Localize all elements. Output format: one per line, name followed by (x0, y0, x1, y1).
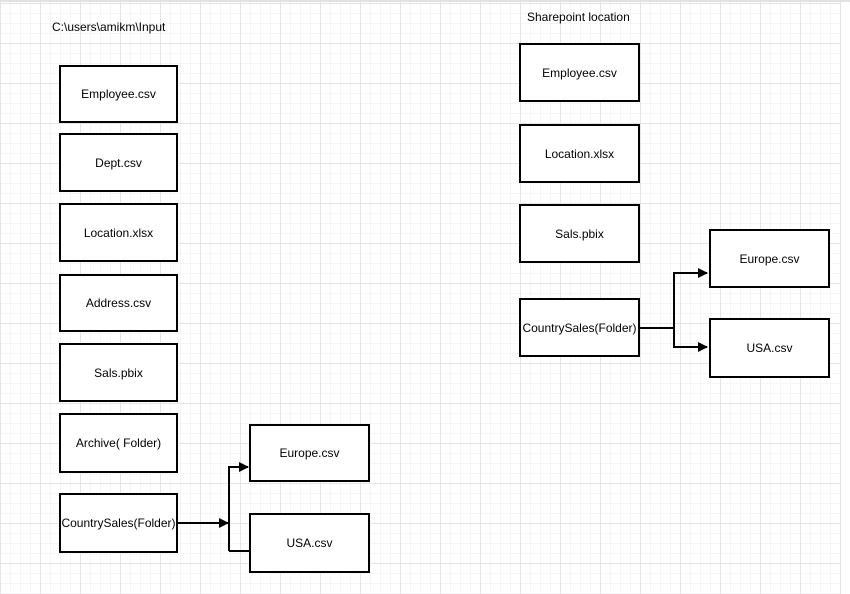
shape-label: Location.xlsx (83, 225, 154, 240)
input-path-label[interactable]: C:\users\amikm\Input (52, 20, 166, 34)
sharepoint-location-label[interactable]: Sharepoint location (527, 10, 630, 24)
shape-sharepoint-countrysales-folder[interactable]: CountrySales(Folder) (519, 298, 640, 357)
shape-label: CountrySales(Folder) (61, 516, 176, 530)
shape-input-countrysales-folder[interactable]: CountrySales(Folder) (59, 493, 178, 553)
shape-label: Sals.pbix (94, 365, 143, 380)
shape-input-dept-csv[interactable]: Dept.csv (59, 133, 178, 192)
shape-label: Location.xlsx (544, 146, 615, 161)
shape-label: Address.csv (85, 296, 152, 310)
shape-sharepoint-employee-csv[interactable]: Employee.csv (519, 43, 640, 102)
shape-label: Europe.csv (279, 446, 340, 460)
edge-sharepoint-junction-to-europe[interactable] (673, 268, 708, 328)
canvas-top-border (0, 0, 850, 2)
shape-input-address-csv[interactable]: Address.csv (59, 274, 178, 332)
shape-label: Sals.pbix (555, 226, 604, 241)
shape-input-europe-csv[interactable]: Europe.csv (249, 424, 370, 482)
shape-label: Employee.csv (81, 87, 156, 101)
edge-sharepoint-junction-to-usa[interactable] (673, 328, 708, 352)
shape-label: USA.csv (746, 341, 793, 355)
shape-label: Dept.csv (95, 155, 142, 170)
shape-label: CountrySales(Folder) (522, 320, 637, 335)
shape-input-sals-pbix[interactable]: Sals.pbix (59, 343, 178, 402)
shape-label: USA.csv (286, 536, 333, 550)
shape-sharepoint-europe-csv[interactable]: Europe.csv (709, 229, 830, 288)
shape-input-employee-csv[interactable]: Employee.csv (59, 65, 178, 123)
edge-input-junction-to-europe[interactable] (228, 462, 249, 551)
shape-sharepoint-usa-csv[interactable]: USA.csv (709, 318, 830, 378)
shape-sharepoint-sals-pbix[interactable]: Sals.pbix (519, 204, 640, 263)
shape-sharepoint-location-xlsx[interactable]: Location.xlsx (519, 124, 640, 183)
shape-input-location-xlsx[interactable]: Location.xlsx (59, 203, 178, 262)
shape-label: Employee.csv (542, 65, 617, 80)
shape-input-usa-csv[interactable]: USA.csv (249, 513, 370, 573)
shape-label: Europe.csv (739, 251, 800, 266)
shape-label: Archive( Folder) (75, 436, 162, 450)
shape-input-archive-folder[interactable]: Archive( Folder) (59, 413, 178, 473)
